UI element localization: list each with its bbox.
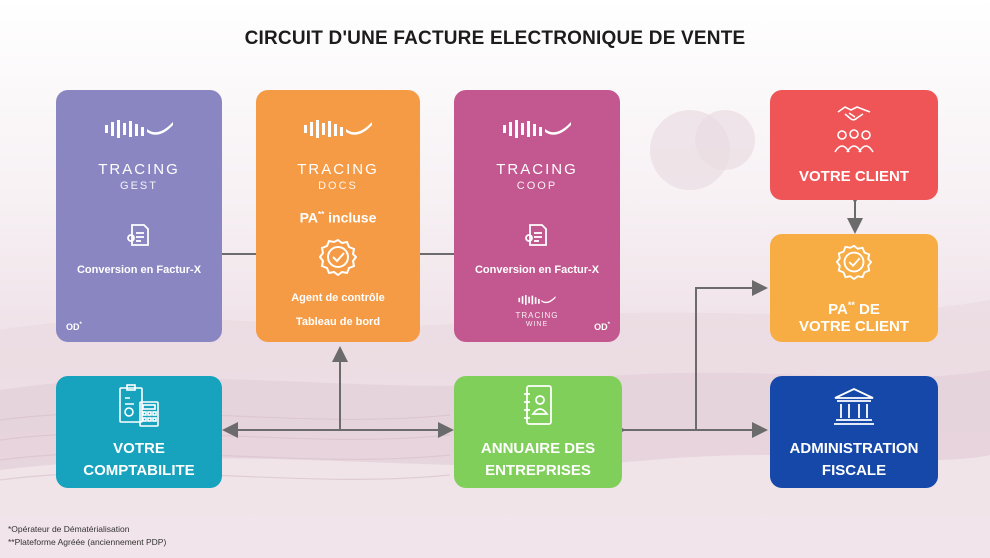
- votre-comptabilite-box: VOTRE COMPTABILITE: [56, 376, 222, 488]
- pa-client-line1: PA** DE: [828, 300, 880, 318]
- admin-line2: FISCALE: [821, 462, 887, 479]
- address-book-icon: [524, 385, 552, 425]
- admin-line1: ADMINISTRATION: [789, 440, 919, 457]
- footnote-od: *Opérateur de Dématérialisation: [8, 524, 130, 534]
- tracing-gest-box: TRACING GEST Conversion en Factur-X OD*: [56, 90, 222, 342]
- gest-sub: GEST: [120, 180, 158, 192]
- pa-client-box: PA** DE VOTRE CLIENT: [770, 234, 938, 342]
- gest-od-label: OD*: [66, 322, 82, 332]
- coop-od-label: OD*: [594, 322, 610, 332]
- check-badge-icon: [319, 238, 357, 276]
- coop-sub: COOP: [516, 180, 558, 192]
- government-building-icon: [834, 388, 874, 425]
- coop-conversion-label: Conversion en Factur-X: [474, 264, 600, 276]
- check-badge-icon: [836, 244, 872, 280]
- docs-dashboard-label: Tableau de bord: [295, 316, 381, 328]
- tracing-coop-box: TRACING COOP Conversion en Factur-X TRAC…: [454, 90, 620, 342]
- arrow-annuaire-to-pa: [610, 280, 768, 438]
- docs-agent-label: Agent de contrôle: [291, 292, 385, 304]
- group-people-icon: [834, 129, 874, 153]
- tracing-docs-box: TRACING DOCS PA** incluse Agent de contr…: [256, 90, 420, 342]
- gest-brand: TRACING: [98, 161, 180, 178]
- docs-sub: DOCS: [318, 180, 358, 192]
- wine-sub: WINE: [525, 321, 549, 328]
- document-icon: [525, 224, 547, 246]
- annuaire-box: ANNUAIRE DES ENTREPRISES: [454, 376, 622, 488]
- tracing-wine-logo-icon: [518, 295, 556, 305]
- tracing-logo-icon: [503, 120, 571, 138]
- docs-brand: TRACING: [297, 161, 379, 178]
- document-icon: [127, 224, 149, 246]
- docs-pa-included: PA** incluse: [299, 209, 377, 226]
- gest-conversion-label: Conversion en Factur-X: [76, 264, 202, 276]
- annuaire-line1: ANNUAIRE DES: [480, 440, 596, 457]
- accounting-calculator-icon: [119, 384, 159, 427]
- page-title: CIRCUIT D'UNE FACTURE ELECTRONIQUE DE VE…: [244, 28, 746, 49]
- tracing-logo-icon: [105, 120, 173, 138]
- votre-client-box: VOTRE CLIENT: [770, 90, 938, 200]
- compta-line1: VOTRE: [113, 440, 165, 457]
- compta-line2: COMPTABILITE: [83, 462, 195, 479]
- coop-brand: TRACING: [496, 161, 578, 178]
- annuaire-line2: ENTREPRISES: [485, 462, 591, 479]
- footnote-pa: **Plateforme Agréée (anciennement PDP): [8, 537, 167, 547]
- handshake-icon: [837, 106, 871, 121]
- pa-client-line2: VOTRE CLIENT: [798, 318, 909, 335]
- votre-client-label: VOTRE CLIENT: [798, 168, 909, 185]
- administration-fiscale-box: ADMINISTRATION FISCALE: [770, 376, 938, 488]
- tracing-logo-icon: [304, 120, 372, 138]
- wine-brand: TRACING: [515, 311, 559, 320]
